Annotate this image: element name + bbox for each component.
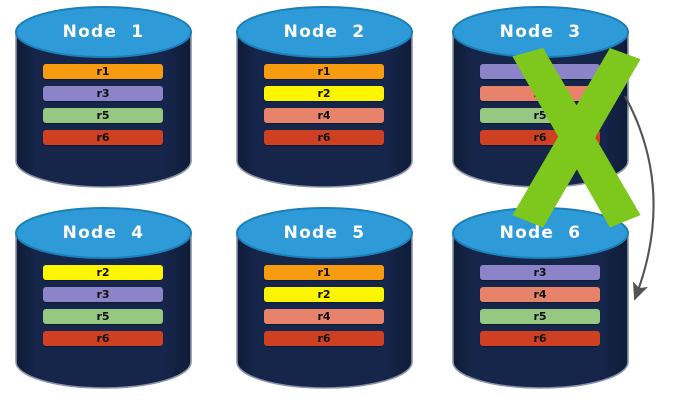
record-bar-r3[interactable]: r3 [43,287,163,302]
cylinder-top [236,6,413,58]
record-list: r1 r2 r4 r6 [264,64,384,152]
record-list: r1 r2 r4 r6 [264,265,384,353]
record-bar-r6[interactable]: r6 [480,130,600,145]
record-bar-r1[interactable]: r1 [264,265,384,280]
record-list: r3 r4 r5 r6 [480,265,600,353]
cylinder-top [15,207,192,259]
record-bar-r5[interactable]: r5 [43,108,163,123]
record-bar-r6[interactable]: r6 [264,331,384,346]
record-bar-r6[interactable]: r6 [480,331,600,346]
record-bar-r5[interactable]: r5 [43,309,163,324]
record-bar-r4[interactable]: r4 [264,309,384,324]
record-bar-r5[interactable]: r5 [480,309,600,324]
record-bar-r1[interactable]: r1 [264,64,384,79]
record-bar-r2[interactable]: r2 [43,265,163,280]
cylinder-top [15,6,192,58]
record-bar-r2[interactable]: r2 [264,86,384,101]
record-list: r3 r4 r5 r6 [480,64,600,152]
record-bar-r4[interactable]: r4 [480,287,600,302]
arrow-path [624,95,655,301]
record-bar-r4[interactable]: r4 [480,86,600,101]
cylinder-top [236,207,413,259]
record-list: r2 r3 r5 r6 [43,265,163,353]
record-bar-r2[interactable]: r2 [264,287,384,302]
record-bar-r6[interactable]: r6 [264,130,384,145]
record-bar-r4[interactable]: r4 [264,108,384,123]
record-bar-r3[interactable]: r3 [43,86,163,101]
cylinder-top [452,6,629,58]
record-bar-r6[interactable]: r6 [43,331,163,346]
record-list: r1 r3 r5 r6 [43,64,163,152]
record-bar-r1[interactable]: r1 [43,64,163,79]
record-bar-r3[interactable]: r3 [480,265,600,280]
record-bar-r5[interactable]: r5 [480,108,600,123]
cylinder-top [452,207,629,259]
record-bar-r3[interactable]: r3 [480,64,600,79]
record-bar-r6[interactable]: r6 [43,130,163,145]
